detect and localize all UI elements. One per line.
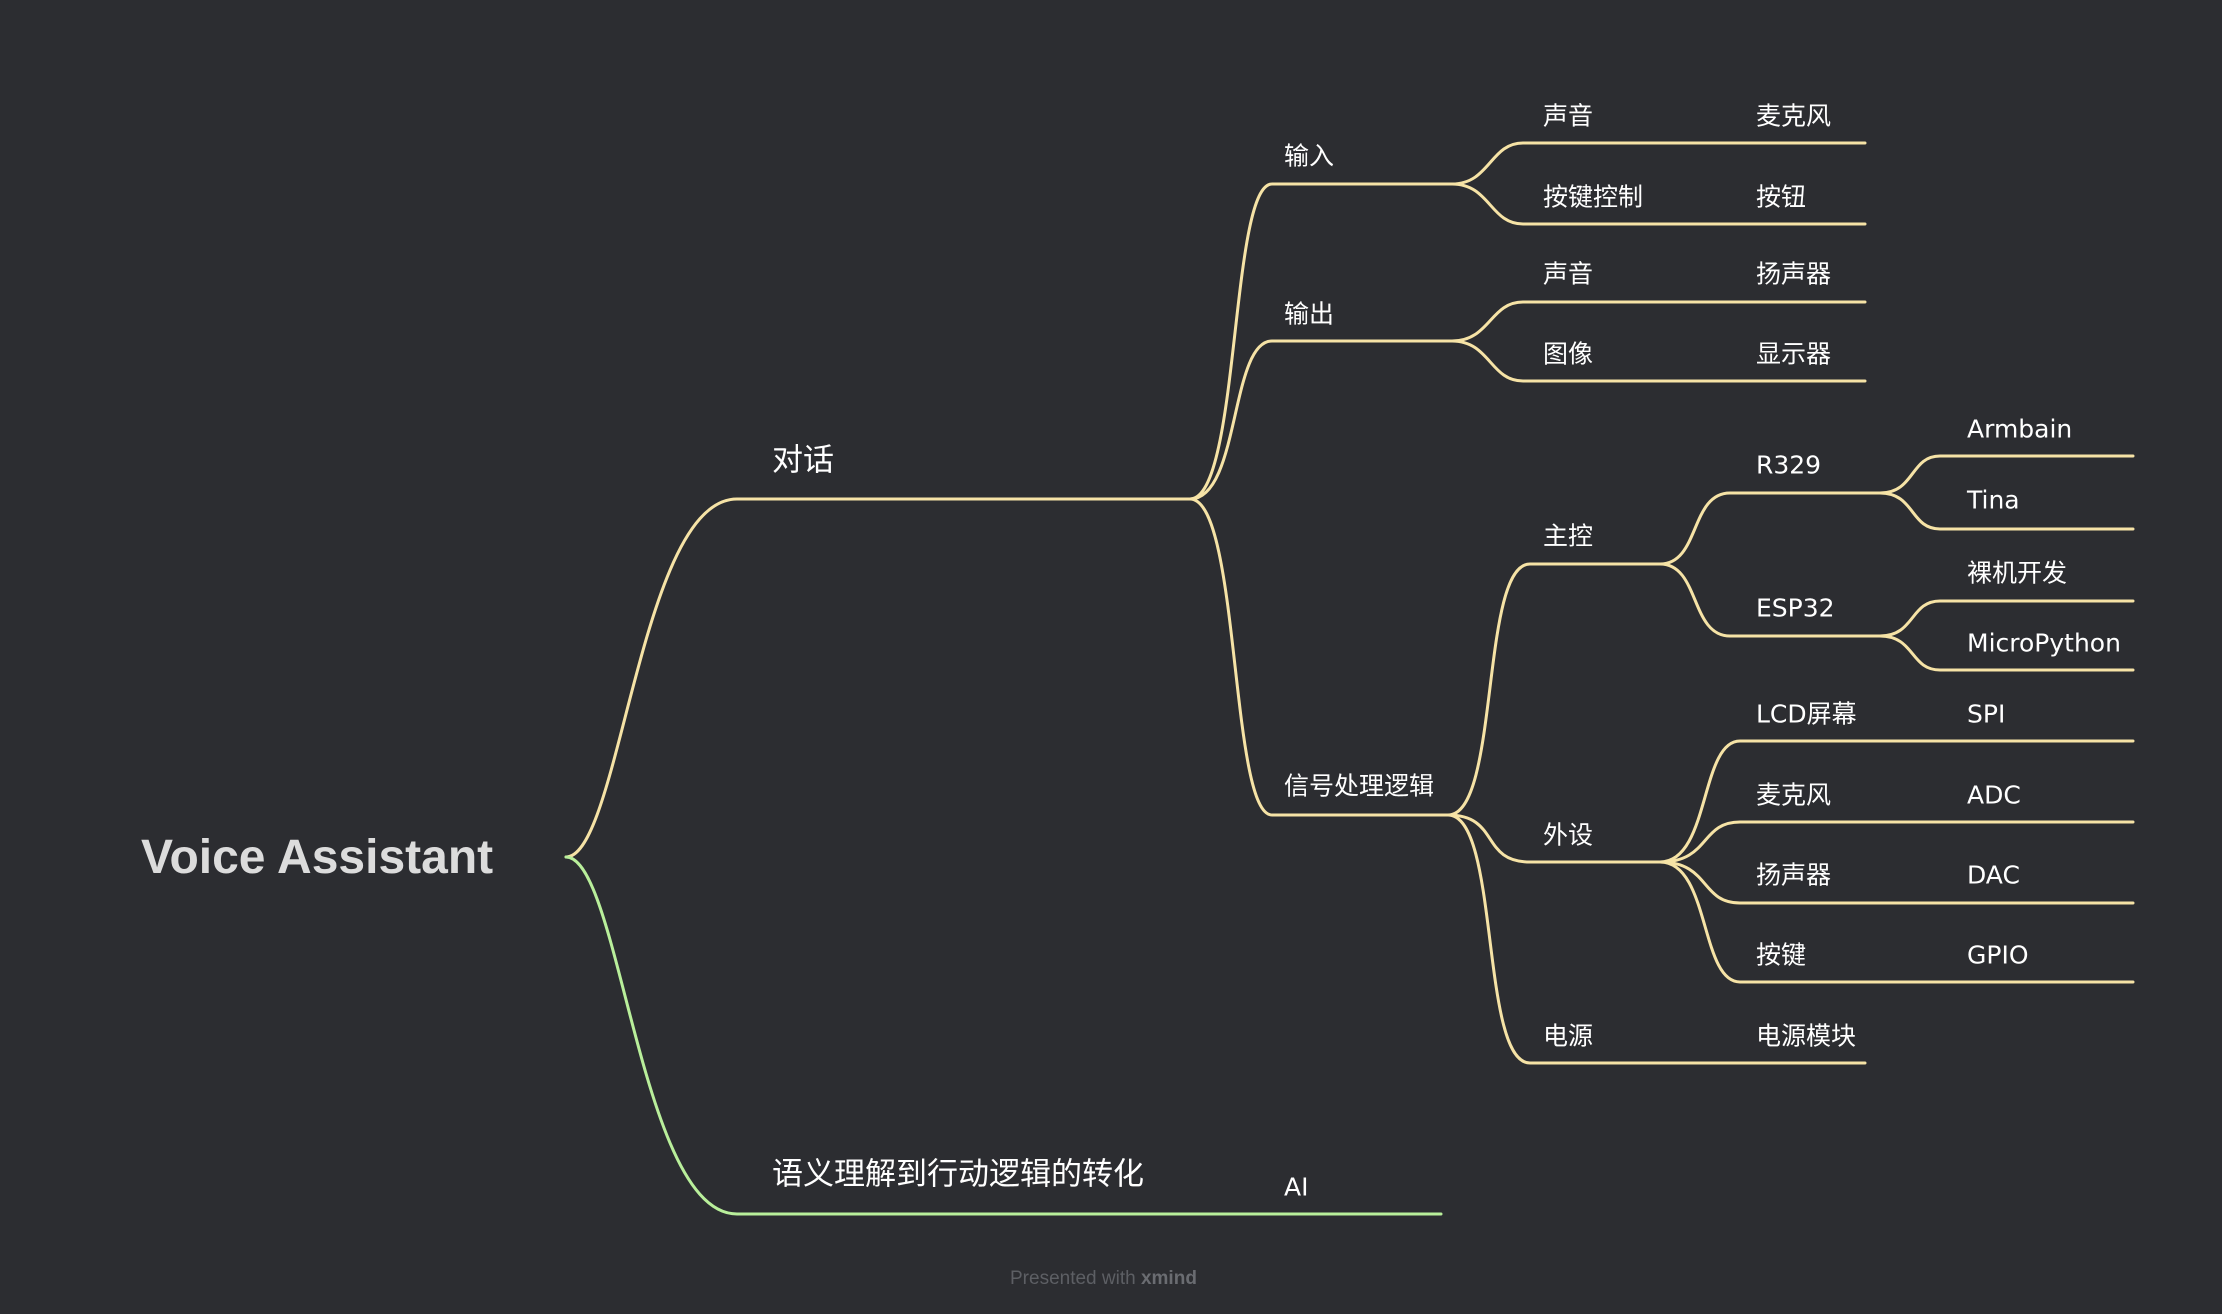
footer-credit: Presented with xmind xyxy=(1010,1268,1197,1290)
topic-main-control[interactable]: 主控 xyxy=(1543,521,1594,551)
topic-armbain[interactable]: Armbain xyxy=(1967,414,2073,444)
connector-periph-speaker xyxy=(1658,860,2135,905)
topic-gpio[interactable]: GPIO xyxy=(1967,940,2029,970)
topic-spi[interactable]: SPI xyxy=(1967,699,2006,729)
connector-output-image xyxy=(1450,339,1867,383)
connector-root-dialog xyxy=(564,497,1192,859)
topic-microphone[interactable]: 麦克风 xyxy=(1756,101,1832,131)
connector-dialog-signal xyxy=(1188,497,1450,817)
connector-main-r329 xyxy=(1658,491,1882,566)
topic-lcd[interactable]: LCD屏幕 xyxy=(1756,699,1857,729)
topic-key-control[interactable]: 按键控制 xyxy=(1543,182,1644,212)
connector-input-sound xyxy=(1450,141,1867,186)
topic-input-sound[interactable]: 声音 xyxy=(1543,101,1594,131)
topic-display[interactable]: 显示器 xyxy=(1756,339,1832,369)
connector-esp32-micropython xyxy=(1878,634,2135,672)
connector-signal-power xyxy=(1446,813,1867,1065)
connector-signal-peripherals xyxy=(1446,813,1662,864)
topic-image[interactable]: 图像 xyxy=(1543,339,1594,369)
topic-input[interactable]: 输入 xyxy=(1284,141,1335,171)
topic-power-module[interactable]: 电源模块 xyxy=(1756,1021,1857,1051)
topic-speaker[interactable]: 扬声器 xyxy=(1756,259,1832,289)
connector-dialog-output xyxy=(1188,339,1454,501)
topic-periph-key[interactable]: 按键 xyxy=(1756,940,1807,970)
connector-dialog-input xyxy=(1188,182,1454,501)
topic-peripherals[interactable]: 外设 xyxy=(1543,820,1594,850)
topic-ai[interactable]: AI xyxy=(1284,1172,1309,1202)
connector-signal-main xyxy=(1446,562,1662,817)
topic-r329[interactable]: R329 xyxy=(1756,450,1822,480)
topic-power[interactable]: 电源 xyxy=(1543,1021,1594,1051)
topic-tina[interactable]: Tina xyxy=(1967,485,2020,515)
topic-output[interactable]: 输出 xyxy=(1284,299,1335,329)
topic-esp32[interactable]: ESP32 xyxy=(1756,593,1835,623)
topic-button[interactable]: 按钮 xyxy=(1756,182,1807,212)
topic-periph-speaker[interactable]: 扬声器 xyxy=(1756,860,1832,890)
topic-output-sound[interactable]: 声音 xyxy=(1543,259,1594,289)
connector-output-sound xyxy=(1450,300,1867,343)
connector-periph-key xyxy=(1658,860,2135,984)
connector-input-key xyxy=(1450,182,1867,226)
topic-micropython[interactable]: MicroPython xyxy=(1967,628,2121,658)
connector-periph-mic xyxy=(1658,820,2135,864)
topic-periph-mic[interactable]: 麦克风 xyxy=(1756,780,1832,810)
topic-bare-metal[interactable]: 裸机开发 xyxy=(1967,558,2068,588)
topic-adc[interactable]: ADC xyxy=(1967,780,2021,810)
connector-main-esp32 xyxy=(1658,562,1882,638)
xmind-logo: xmind xyxy=(1140,1268,1197,1289)
topic-semantic[interactable]: 语义理解到行动逻辑的转化 xyxy=(772,1156,1144,1193)
root-topic[interactable]: Voice Assistant xyxy=(141,831,494,884)
connector-r329-tina xyxy=(1878,491,2135,531)
topic-signal[interactable]: 信号处理逻辑 xyxy=(1284,771,1435,801)
topic-dialog[interactable]: 对话 xyxy=(772,442,834,479)
connector-esp32-bare xyxy=(1878,599,2135,638)
connector-root-semantic xyxy=(564,855,1190,1216)
topic-dac[interactable]: DAC xyxy=(1967,860,2020,890)
footer-prefix: Presented with xyxy=(1010,1268,1136,1289)
connector-r329-armbain xyxy=(1878,454,2135,495)
connector-periph-lcd xyxy=(1658,739,2135,864)
